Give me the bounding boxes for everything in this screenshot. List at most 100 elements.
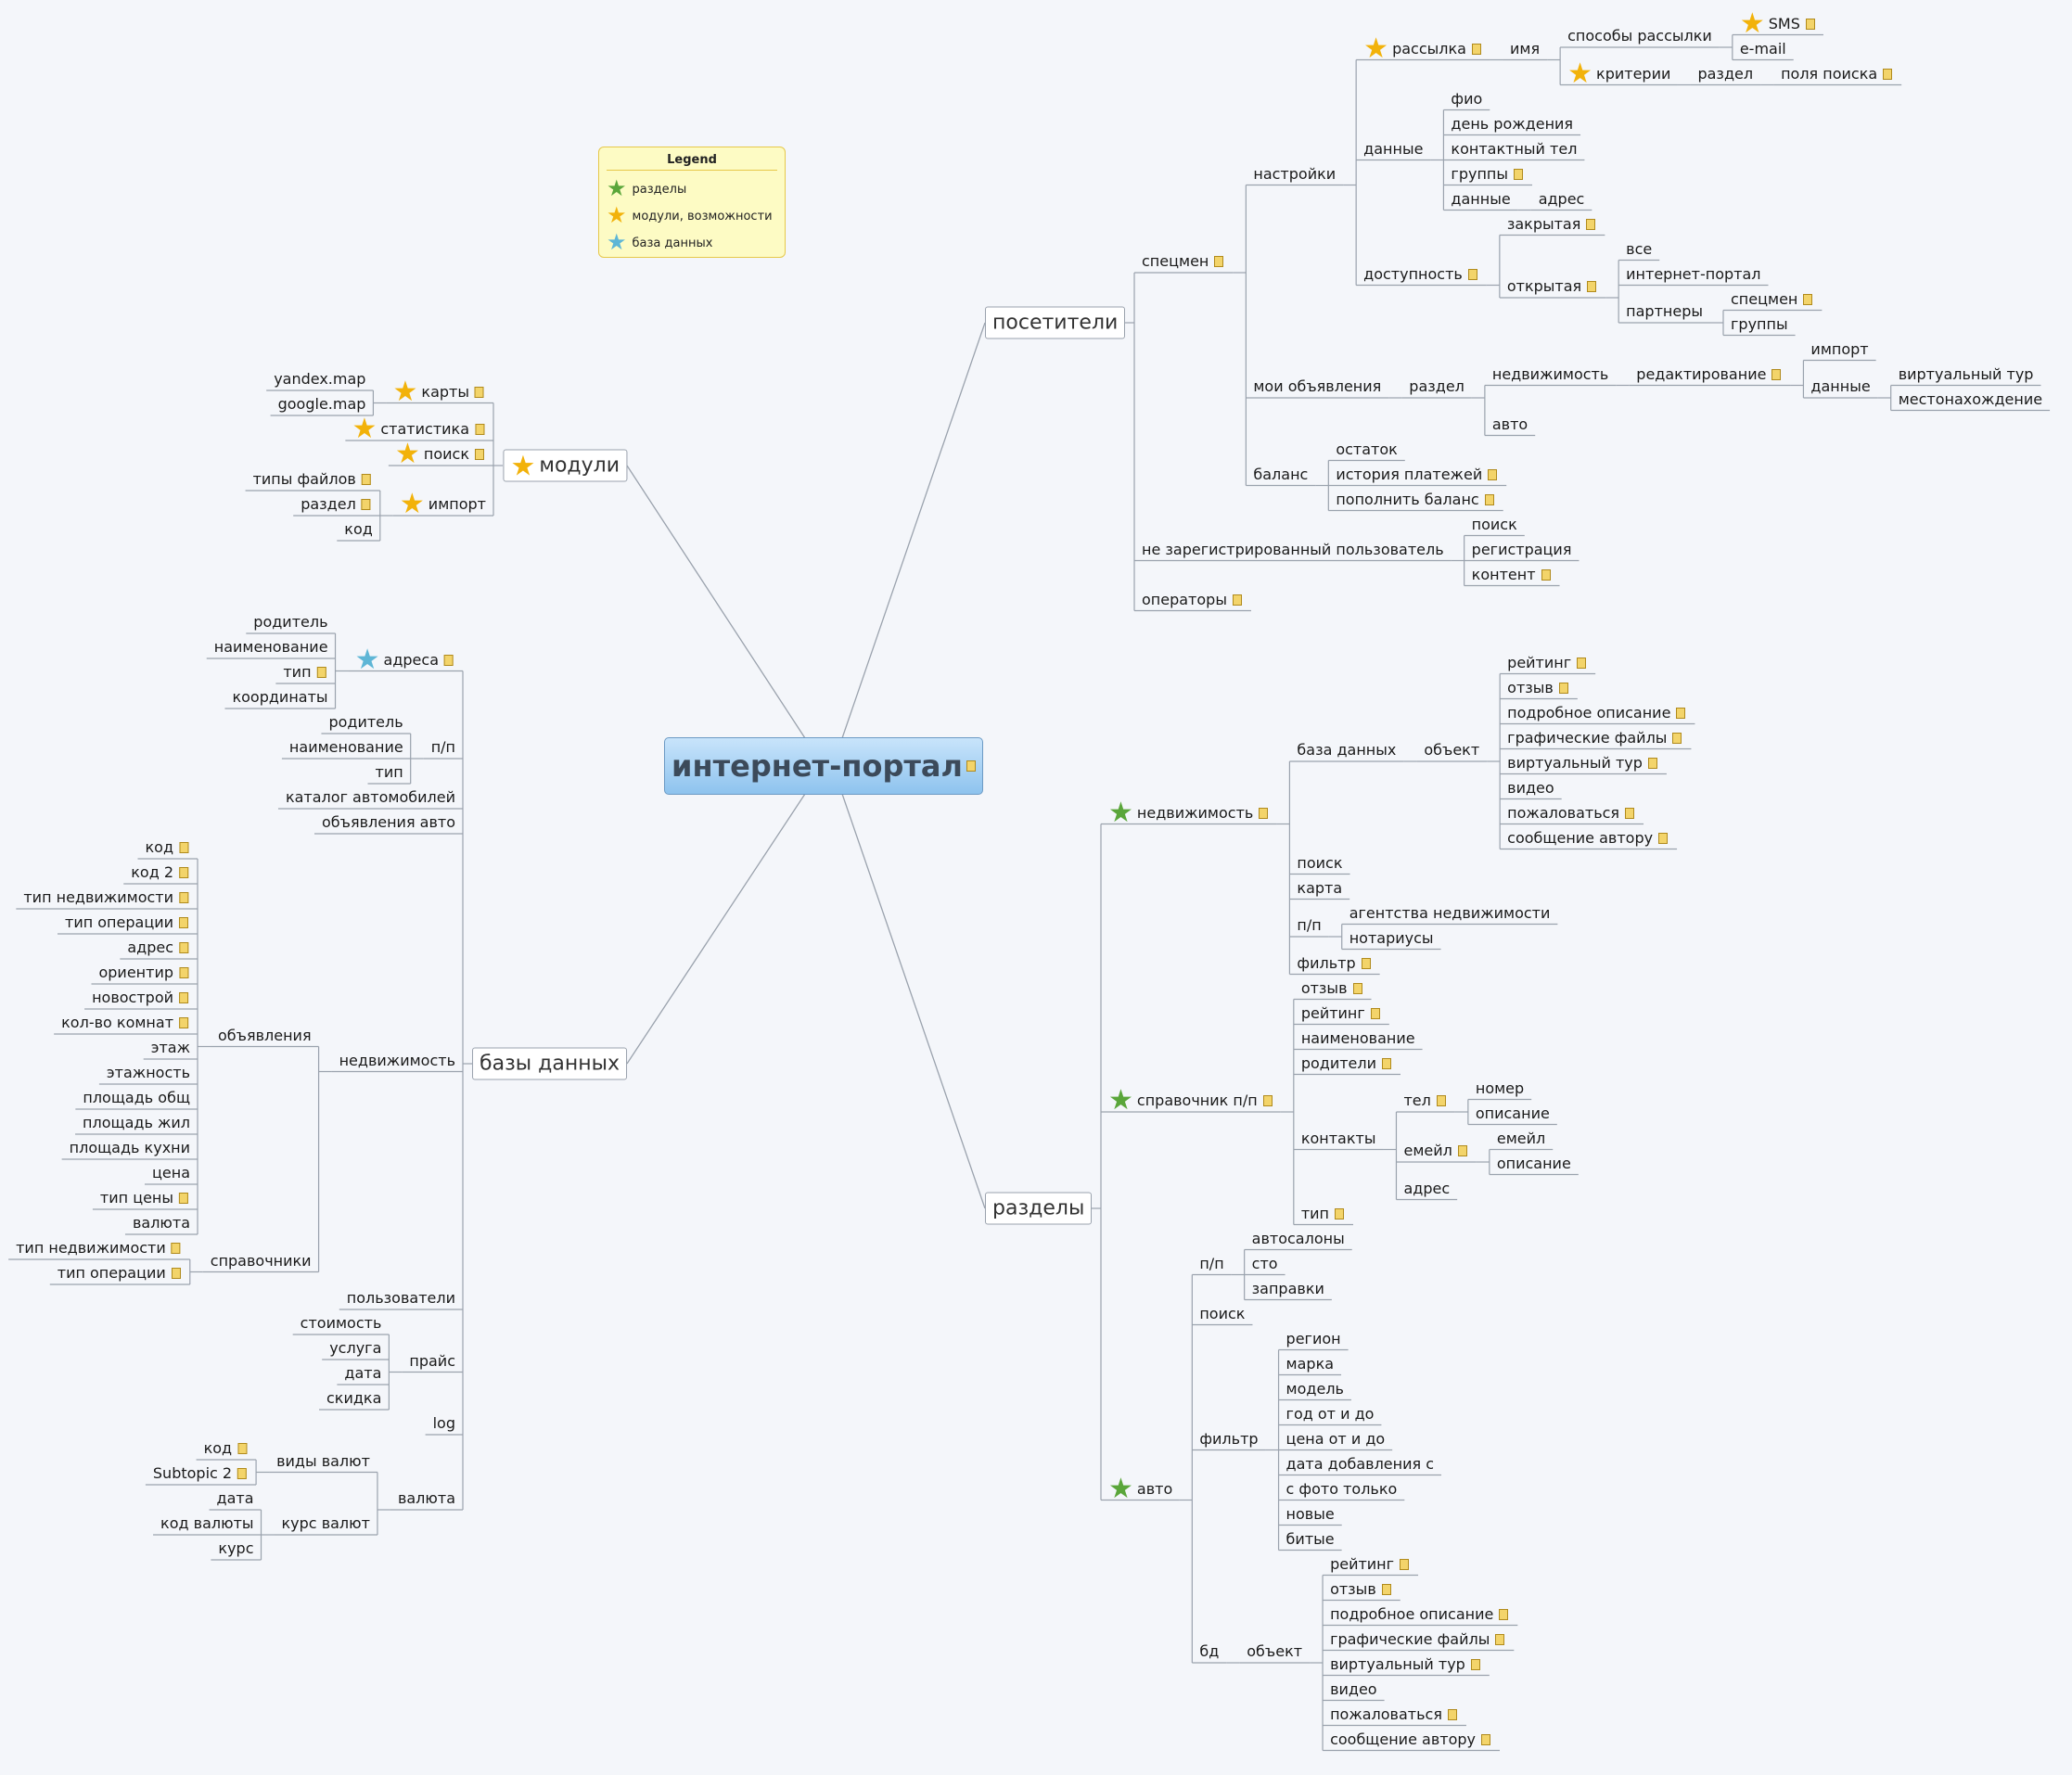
topic-объявления[interactable]: объявления: [218, 1027, 312, 1045]
topic-наименование[interactable]: наименование: [289, 738, 403, 757]
topic-контент[interactable]: контент: [1472, 566, 1551, 584]
topic-код[interactable]: код: [204, 1439, 249, 1458]
topic-поля-поиска[interactable]: поля поиска: [1781, 65, 1893, 83]
branch-модули[interactable]: ★модули: [503, 449, 627, 482]
topic-раздел[interactable]: раздел: [1409, 377, 1464, 396]
topic-данные[interactable]: данные: [1810, 377, 1870, 396]
topic-родитель[interactable]: родитель: [328, 713, 403, 732]
topic-родитель[interactable]: родитель: [253, 613, 327, 632]
topic-тел[interactable]: тел: [1403, 1092, 1446, 1110]
topic-yandexmap[interactable]: yandex.map: [274, 370, 365, 389]
branch-посетители[interactable]: посетители: [985, 306, 1126, 339]
topic-цена[interactable]: цена: [152, 1164, 190, 1182]
topic-интернет-портал[interactable]: интернет-портал: [1626, 265, 1760, 284]
topic-пп[interactable]: п/п: [431, 738, 455, 757]
topic-sms[interactable]: ★SMS: [1740, 9, 1815, 37]
topic-отзыв[interactable]: отзыв: [1330, 1580, 1391, 1599]
topic-поиск[interactable]: поиск: [1297, 854, 1342, 873]
topic-фио[interactable]: фио: [1451, 90, 1482, 109]
topic-цена-от-и-до[interactable]: цена от и до: [1286, 1430, 1386, 1449]
topic-площадь-кухни[interactable]: площадь кухни: [70, 1139, 190, 1157]
topic-группы[interactable]: группы: [1451, 165, 1524, 184]
topic-данные[interactable]: данные: [1451, 190, 1510, 209]
topic-битые[interactable]: битые: [1286, 1530, 1335, 1549]
topic-тип-операции[interactable]: тип операции: [65, 913, 190, 932]
topic-отзыв[interactable]: отзыв: [1507, 679, 1568, 697]
topic-импорт[interactable]: ★импорт: [400, 491, 486, 518]
topic-сообщение-автору[interactable]: сообщение автору: [1330, 1730, 1490, 1749]
topic-курс-валют[interactable]: курс валют: [282, 1514, 370, 1533]
topic-пп[interactable]: п/п: [1297, 916, 1321, 935]
topic-пользователи[interactable]: пользователи: [347, 1289, 455, 1308]
topic-подробное-описание[interactable]: подробное описание: [1330, 1605, 1509, 1624]
topic-тип-операции[interactable]: тип операции: [58, 1264, 183, 1283]
topic-типы-файлов[interactable]: типы файлов: [253, 470, 373, 489]
topic-рейтинг[interactable]: рейтинг: [1507, 654, 1587, 672]
topic-бд[interactable]: бд: [1199, 1642, 1219, 1661]
topic-подробное-описание[interactable]: подробное описание: [1507, 704, 1686, 722]
topic-группы[interactable]: группы: [1731, 315, 1788, 334]
topic-каталог-автомобилей[interactable]: каталог автомобилей: [286, 788, 455, 807]
topic-история-платежей[interactable]: история платежей: [1336, 466, 1498, 484]
topic-спецмен[interactable]: спецмен: [1731, 290, 1813, 309]
topic-фильтр[interactable]: фильтр: [1199, 1430, 1258, 1449]
topic-объект[interactable]: объект: [1247, 1642, 1302, 1661]
topic-валюта[interactable]: валюта: [398, 1489, 455, 1508]
topic-раздел[interactable]: раздел: [301, 495, 373, 514]
topic-валюта[interactable]: валюта: [133, 1214, 190, 1232]
topic-закрытая[interactable]: закрытая: [1507, 215, 1596, 234]
topic-авто[interactable]: авто: [1492, 415, 1528, 434]
topic-партнеры[interactable]: партнеры: [1626, 302, 1703, 321]
topic-номер[interactable]: номер: [1476, 1079, 1524, 1098]
topic-этажность[interactable]: этажность: [107, 1064, 190, 1082]
topic-редактирование[interactable]: редактирование: [1636, 365, 1782, 384]
topic-регистрация[interactable]: регистрация: [1472, 541, 1572, 559]
topic-автосалоны[interactable]: автосалоны: [1252, 1230, 1345, 1248]
topic-все[interactable]: все: [1626, 240, 1652, 259]
topic-агентства-недвижимости[interactable]: агентства недвижимости: [1349, 904, 1551, 923]
topic-прайс[interactable]: прайс: [409, 1352, 455, 1371]
topic-родители[interactable]: родители: [1301, 1054, 1392, 1073]
topic-тип[interactable]: тип: [283, 663, 327, 682]
topic-карты[interactable]: ★карты: [393, 377, 486, 405]
topic-описание[interactable]: описание: [1497, 1155, 1571, 1173]
topic-графические-файлы[interactable]: графические файлы: [1330, 1630, 1505, 1649]
topic-недвижимость[interactable]: недвижимость: [339, 1052, 455, 1070]
topic-объект[interactable]: объект: [1424, 741, 1479, 760]
topic-виртуальный-тур[interactable]: виртуальный тур: [1899, 365, 2034, 384]
topic-новострой[interactable]: новострой: [92, 989, 190, 1007]
topic-регион[interactable]: регион: [1286, 1330, 1341, 1348]
topic-описание[interactable]: описание: [1476, 1105, 1550, 1123]
topic-сто[interactable]: сто: [1252, 1255, 1278, 1273]
topic-код-валюты[interactable]: код валюты: [160, 1514, 253, 1533]
topic-сообщение-автору[interactable]: сообщение автору: [1507, 829, 1669, 848]
topic-открытая[interactable]: открытая: [1507, 277, 1597, 296]
topic-тип-недвижимости[interactable]: тип недвижимости: [23, 888, 190, 907]
topic-наименование[interactable]: наименование: [214, 638, 328, 657]
topic-спецмен[interactable]: спецмен: [1142, 252, 1224, 271]
topic-скидка[interactable]: скидка: [326, 1389, 381, 1408]
topic-новые[interactable]: новые: [1286, 1505, 1335, 1524]
topic-виртуальный-тур[interactable]: виртуальный тур: [1507, 754, 1657, 773]
topic-пожаловаться[interactable]: пожаловаться: [1507, 804, 1635, 823]
topic-пожаловаться[interactable]: пожаловаться: [1330, 1705, 1457, 1724]
topic-виды-валют[interactable]: виды валют: [276, 1452, 370, 1471]
topic-год-от-и-до[interactable]: год от и до: [1286, 1405, 1375, 1424]
topic-авто[interactable]: ★авто: [1108, 1475, 1172, 1502]
topic-координаты[interactable]: координаты: [232, 688, 327, 707]
topic-дата[interactable]: дата: [217, 1489, 254, 1508]
topic-код[interactable]: код: [344, 520, 373, 539]
topic-модель[interactable]: модель: [1286, 1380, 1344, 1398]
topic-код[interactable]: код: [146, 838, 191, 857]
topic-дата[interactable]: дата: [344, 1364, 381, 1383]
topic-не-зарегистрированный-пользователь[interactable]: не зарегистрированный пользователь: [1142, 541, 1444, 559]
topic-отзыв[interactable]: отзыв: [1301, 979, 1362, 998]
topic-марка[interactable]: марка: [1286, 1355, 1335, 1373]
topic-остаток[interactable]: остаток: [1336, 441, 1397, 459]
topic-рейтинг[interactable]: рейтинг: [1330, 1555, 1410, 1574]
topic-тип-недвижимости[interactable]: тип недвижимости: [16, 1239, 183, 1258]
topic-емейл[interactable]: емейл: [1497, 1130, 1545, 1148]
topic-виртуальный-тур[interactable]: виртуальный тур: [1330, 1655, 1480, 1674]
topic-наименование[interactable]: наименование: [1301, 1029, 1415, 1048]
topic-база-данных[interactable]: база данных: [1297, 741, 1396, 760]
